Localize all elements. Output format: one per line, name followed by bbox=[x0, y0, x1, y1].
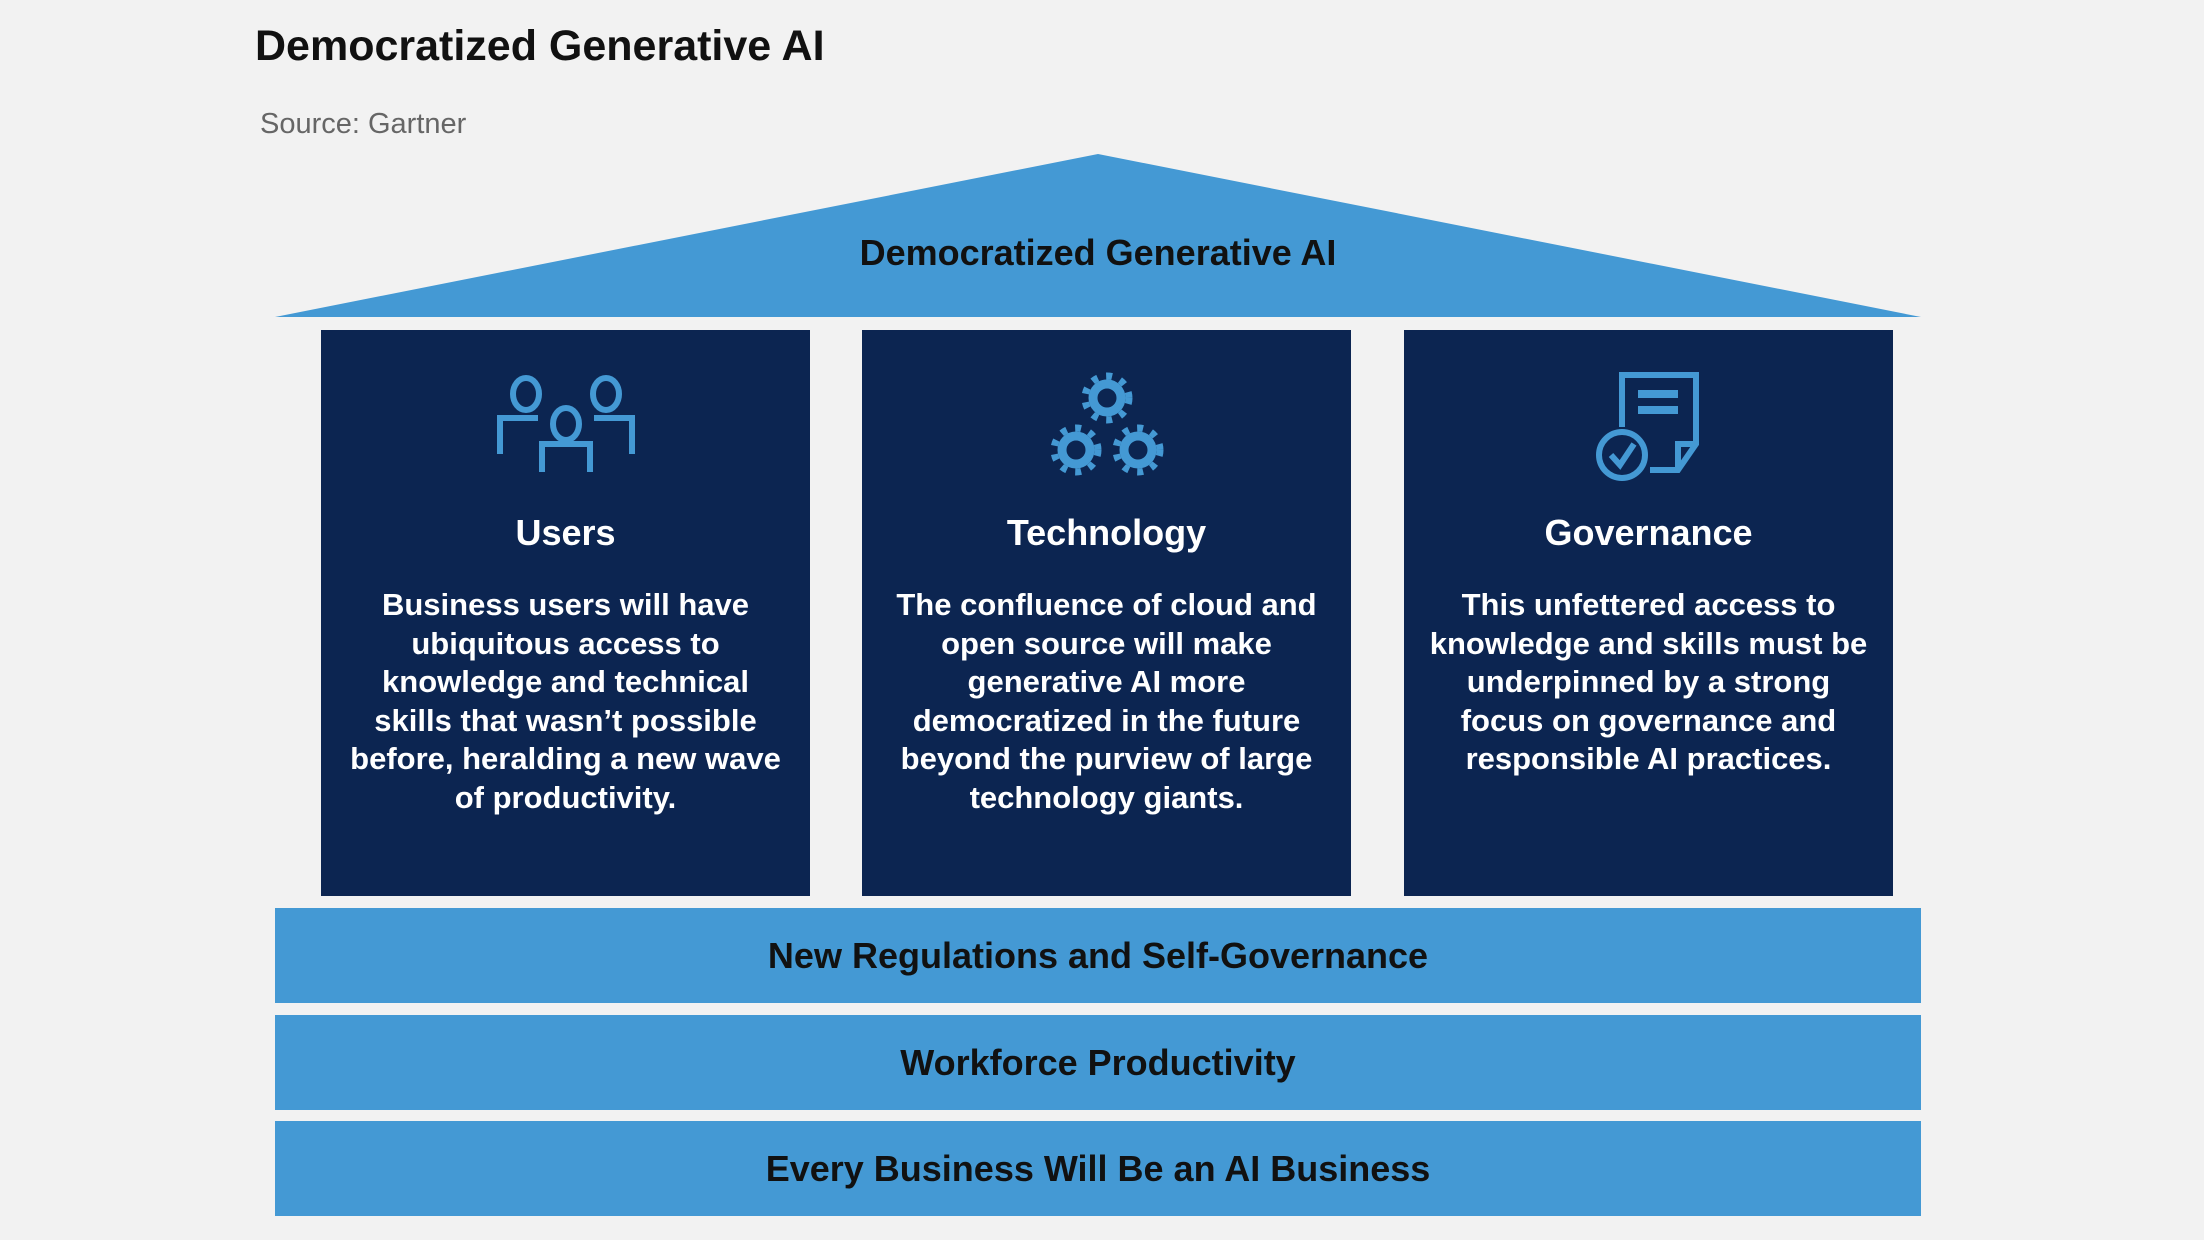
page-title: Democratized Generative AI bbox=[255, 22, 825, 70]
foundation-workforce-productivity: Workforce Productivity bbox=[275, 1015, 1921, 1110]
foundation-regulations: New Regulations and Self-Governance bbox=[275, 908, 1921, 1003]
document-check-icon bbox=[1595, 372, 1699, 481]
gears-icon bbox=[1050, 372, 1163, 476]
pillar-governance: Governance This unfettered access to kno… bbox=[1404, 330, 1893, 896]
roof-label: Democratized Generative AI bbox=[859, 232, 1337, 273]
pillar-text: This unfettered access to knowledge and … bbox=[1429, 587, 1868, 777]
pillar-technology: Technology The confluence of cloud and o… bbox=[862, 330, 1351, 896]
pillar-text: Business users will have ubiquitous acce… bbox=[350, 587, 781, 815]
roof bbox=[275, 154, 1921, 317]
foundation-ai-business: Every Business Will Be an AI Business bbox=[275, 1121, 1921, 1216]
pillar-heading: Governance bbox=[1544, 512, 1753, 553]
users-icon bbox=[496, 375, 635, 472]
pillar-heading: Users bbox=[515, 512, 616, 553]
source-caption: Source: Gartner bbox=[260, 108, 467, 140]
pillar-text: The confluence of cloud and open source … bbox=[896, 587, 1317, 815]
pillar-heading: Technology bbox=[1006, 512, 1207, 553]
pillar-users: Users Business users will have ubiquitou… bbox=[321, 330, 810, 896]
